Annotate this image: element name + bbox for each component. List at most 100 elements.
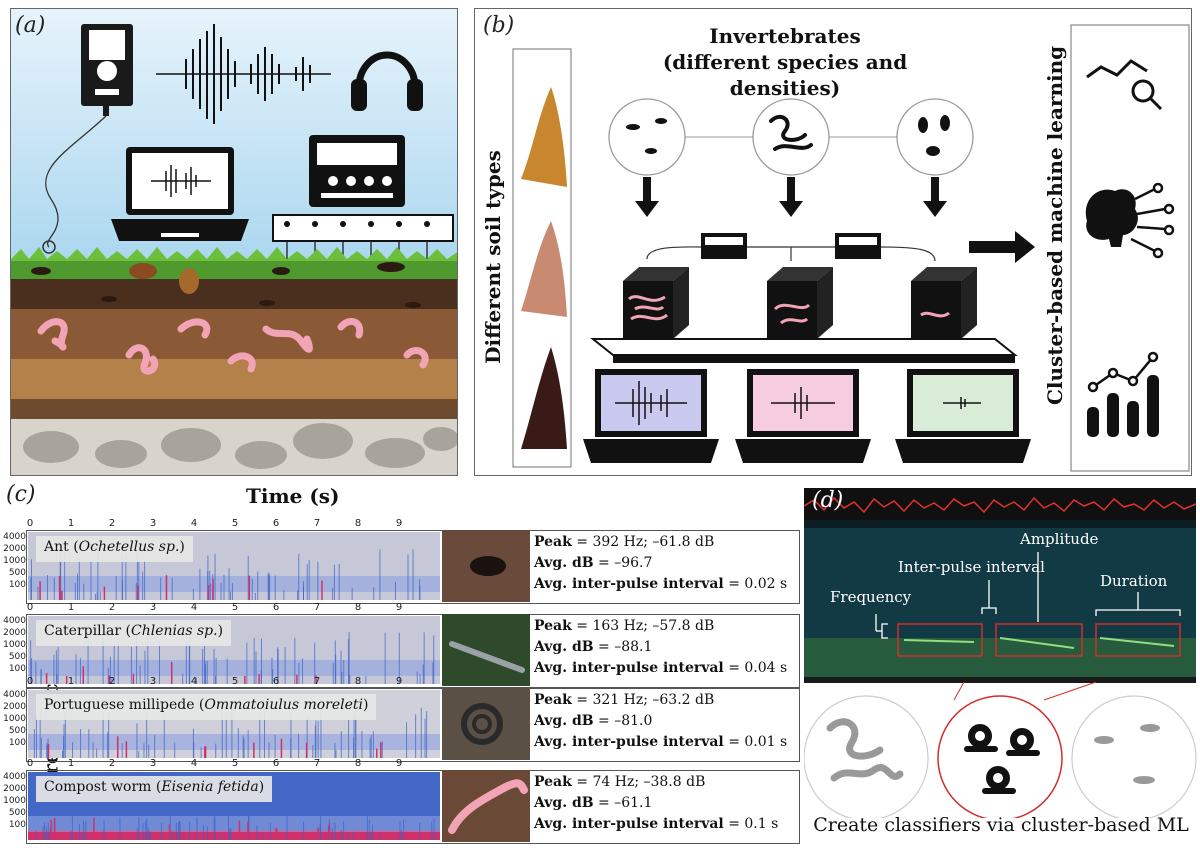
- inter-pulse-interval-annotation: Inter-pulse interval: [898, 558, 1045, 576]
- time-tick-label: 8: [354, 676, 362, 687]
- headphones-icon: [351, 51, 423, 111]
- grey-ant-icons: [1094, 724, 1160, 784]
- frequency-tick-label: 4000: [3, 532, 26, 542]
- ant-icons: [31, 262, 421, 308]
- rocks: [23, 423, 457, 469]
- amplitude-annotation: Amplitude: [1020, 530, 1099, 548]
- species-label-close: ): [258, 779, 265, 795]
- stat-inter-pulse-interval-value: = 0.02 s: [723, 576, 788, 592]
- frequency-tick-label: 4000: [3, 772, 26, 782]
- stat-peak-value: = 74 Hz; –38.8 dB: [571, 774, 706, 790]
- time-tick-label: 7: [313, 518, 321, 529]
- frequency-tick-label: 1000: [3, 796, 26, 806]
- frequency-tick-label: 100: [8, 820, 26, 830]
- multichannel-recorder-icon: [272, 135, 454, 259]
- stat-inter-pulse-interval-label: Avg. inter-pulse interval: [534, 816, 724, 832]
- soil-pile-loam-icon: [521, 347, 567, 449]
- frequency-tick-label: 500: [8, 652, 26, 662]
- time-tick-label: 5: [231, 676, 239, 687]
- frequency-tick-label: 100: [8, 738, 26, 748]
- frequency-tick-label: 2000: [3, 628, 26, 638]
- panel-d-caption: Create classifiers via cluster-based ML: [813, 814, 1189, 836]
- time-tick-label: 3: [149, 758, 157, 769]
- species-scientific-name: Ochetellus sp.: [78, 539, 180, 555]
- stat-inter-pulse-interval: Avg. inter-pulse interval = 0.04 s: [534, 658, 787, 679]
- time-tick-label: 0: [26, 676, 34, 687]
- signal-band: [28, 660, 440, 676]
- ant-silhouette-icons: [626, 118, 667, 154]
- stat-avg-db-value: = –96.7: [593, 555, 653, 571]
- ants-circle: [608, 98, 686, 176]
- time-tick-label: 2: [108, 758, 116, 769]
- stat-avg-db-value: = –81.0: [593, 713, 653, 729]
- signal-band: [28, 816, 440, 832]
- panel-b-title-line1: Invertebrates: [709, 24, 861, 48]
- sensor-cable: [45, 115, 107, 248]
- species-photo: [442, 530, 530, 602]
- time-axis-title: Time (s): [246, 484, 340, 508]
- spectrogram-plot: [28, 532, 440, 600]
- experiment-diagram: [512, 24, 1190, 472]
- stat-peak: Peak = 321 Hz; –63.2 dB: [534, 690, 787, 711]
- beetle-silhouette-icons: [918, 115, 950, 156]
- species-common-name: Ant (: [44, 539, 79, 555]
- pulse-traces: [903, 637, 1175, 649]
- recorder-cables: [646, 246, 936, 262]
- ant-photo-icon: [470, 556, 506, 576]
- panel-b-letter: (b): [483, 13, 515, 38]
- time-tick-label: 1: [67, 676, 75, 687]
- frequency-tick-label: 500: [8, 726, 26, 736]
- time-tick-label: 3: [149, 518, 157, 529]
- duration-annotation: Duration: [1100, 572, 1168, 590]
- frequency-tick-label: 500: [8, 808, 26, 818]
- worms-circle: [752, 98, 830, 176]
- time-tick-label: 1: [67, 518, 75, 529]
- stat-avg-db: Avg. dB = –61.1: [534, 793, 778, 814]
- worm-silhouette-icons: [769, 114, 813, 151]
- sensor-probe-icon: [42, 240, 56, 254]
- panel-c-spectrograms: (c) Time (s) Frequency (Hz) 012345678940…: [0, 482, 800, 848]
- spectrogram-row-frame: [26, 530, 800, 604]
- lab-table: [590, 338, 1018, 356]
- field-recording-scene: [11, 9, 457, 475]
- bar-trend-chart-icon: [1087, 351, 1159, 437]
- time-tick-label: 4: [190, 676, 198, 687]
- stat-peak: Peak = 163 Hz; –57.8 dB: [534, 616, 787, 637]
- stat-peak: Peak = 74 Hz; –38.8 dB: [534, 772, 778, 793]
- time-tick-label: 7: [313, 602, 321, 613]
- time-tick-label: 1: [67, 758, 75, 769]
- cricket-icon: [179, 268, 199, 294]
- time-tick-label: 9: [395, 518, 403, 529]
- stat-avg-db-value: = –88.1: [593, 639, 653, 655]
- frequency-tick-label: 500: [8, 568, 26, 578]
- stat-avg-db-label: Avg. dB: [534, 795, 594, 811]
- soil-layer-topsoil: [11, 279, 457, 309]
- time-tick-label: 6: [272, 758, 280, 769]
- grass-blades: [11, 247, 457, 261]
- frequency-tick-label: 1000: [3, 556, 26, 566]
- grey-worm-icons: [826, 718, 904, 782]
- frequency-tick-label: 4000: [3, 690, 26, 700]
- ml-frame: [1070, 24, 1190, 472]
- stat-avg-db-label: Avg. dB: [534, 713, 594, 729]
- annotation-brackets: [875, 552, 1181, 639]
- stat-inter-pulse-interval-value: = 0.04 s: [723, 660, 788, 676]
- panel-a-field-recording-illustration: (a): [10, 8, 458, 476]
- frequency-tick-label: 100: [8, 580, 26, 590]
- species-label: Caterpillar (Chlenias sp.): [36, 620, 232, 646]
- time-tick-label: 9: [395, 758, 403, 769]
- stat-peak-label: Peak: [534, 774, 572, 790]
- stat-peak-label: Peak: [534, 692, 572, 708]
- spectrogram-row-frame: [26, 688, 800, 762]
- waveform-icon: [156, 24, 331, 124]
- stat-avg-db-label: Avg. dB: [534, 555, 594, 571]
- laptop-waveforms: [615, 381, 981, 425]
- time-tick-label: 3: [149, 602, 157, 613]
- ant-class-circle: [1071, 695, 1197, 818]
- soil-layer-deep: [11, 399, 457, 419]
